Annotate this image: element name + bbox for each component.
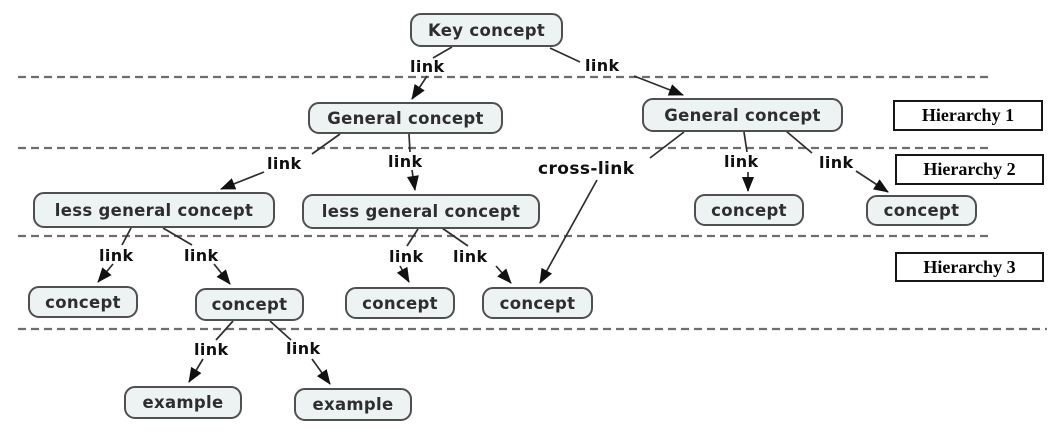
node-general-concept-left: General concept <box>308 102 503 134</box>
hierarchy-1-label: Hierarchy 1 <box>893 100 1043 131</box>
edge-label-link: link <box>267 154 302 173</box>
edge-concept-2-to-example-1 <box>188 320 234 383</box>
node-concept-2: concept <box>195 288 304 321</box>
edge-label-cross-link: cross-link <box>538 159 635 179</box>
node-example-2: example <box>294 388 412 421</box>
edge-less-general-middle-to-concept-4 <box>441 227 512 284</box>
node-concept-3: concept <box>345 287 455 319</box>
edge-less-general-left-to-concept-1 <box>97 227 132 283</box>
node-concept-4: concept <box>482 287 593 319</box>
edge-label-link: link <box>184 246 219 265</box>
node-concept-1: concept <box>28 286 138 318</box>
edge-less-general-middle-to-concept-3 <box>396 228 419 283</box>
edge-label-link: link <box>453 247 488 266</box>
node-less-general-concept-middle: less general concept <box>302 194 540 229</box>
edge-label-link: link <box>194 340 229 359</box>
edge-general-right-to-concept-right-1 <box>742 131 754 192</box>
edge-label-link: link <box>388 152 423 171</box>
edge-label-link: link <box>410 57 445 76</box>
edge-general-left-to-less-general-middle <box>406 133 419 191</box>
edge-label-link: link <box>585 56 620 75</box>
node-concept-right-2: concept <box>866 195 977 226</box>
edge-label-link: link <box>724 152 759 171</box>
edge-key-to-general-right <box>549 47 684 96</box>
edge-label-link: link <box>99 246 134 265</box>
edge-label-link: link <box>819 153 854 172</box>
edge-label-link: link <box>286 339 321 358</box>
hierarchy-3-label: Hierarchy 3 <box>895 252 1044 282</box>
edge-label-link: link <box>389 247 424 266</box>
node-example-1: example <box>124 386 242 419</box>
hierarchy-2-label: Hierarchy 2 <box>895 154 1044 185</box>
edge-key-to-general-left <box>411 46 453 100</box>
node-concept-right-1: concept <box>694 194 804 226</box>
edge-less-general-left-to-concept-2 <box>162 227 231 285</box>
node-key-concept: Key concept <box>410 13 563 47</box>
node-less-general-concept-left: less general concept <box>33 192 275 228</box>
node-general-concept-right: General concept <box>642 98 843 132</box>
edge-general-right-to-concept-right-2 <box>785 130 889 193</box>
edge-concept-2-to-example-2 <box>269 320 331 385</box>
edge-general-right-cross-link-to-concept-4 <box>539 131 685 284</box>
edge-general-left-to-less-general-left <box>220 133 341 190</box>
